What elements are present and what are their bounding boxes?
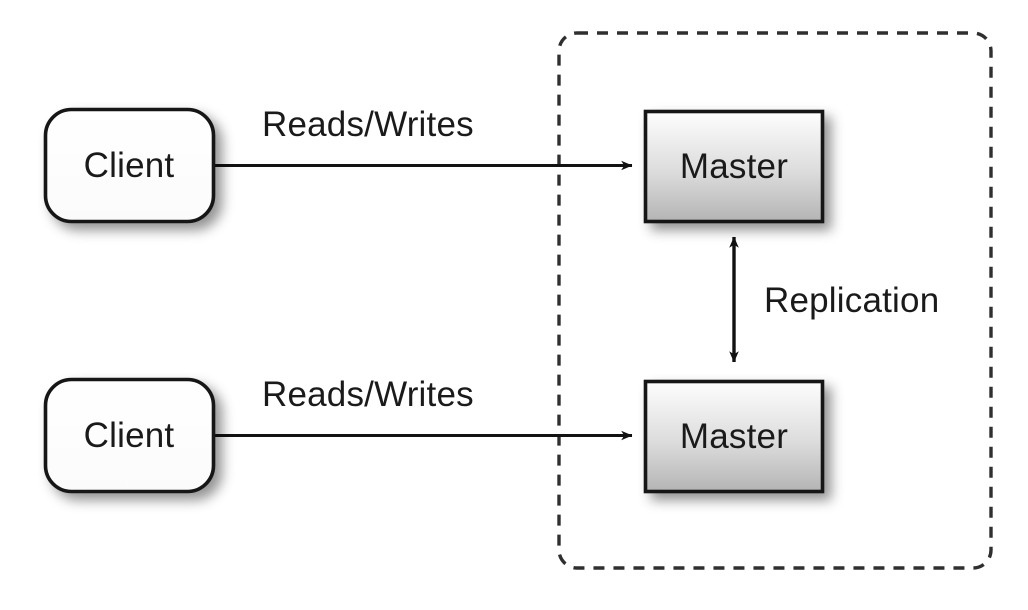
master-bottom-hit-area[interactable]	[645, 381, 824, 493]
master-top-hit-area[interactable]	[645, 111, 824, 223]
node-client-top[interactable]	[43, 107, 216, 224]
node-master-bottom[interactable]	[643, 379, 825, 494]
client-bottom-hit-area[interactable]	[45, 380, 214, 493]
node-client-bottom[interactable]	[43, 377, 216, 494]
node-master-top[interactable]	[643, 109, 825, 224]
client-top-hit-area[interactable]	[45, 110, 214, 223]
replication-cluster-boundary	[557, 31, 993, 570]
